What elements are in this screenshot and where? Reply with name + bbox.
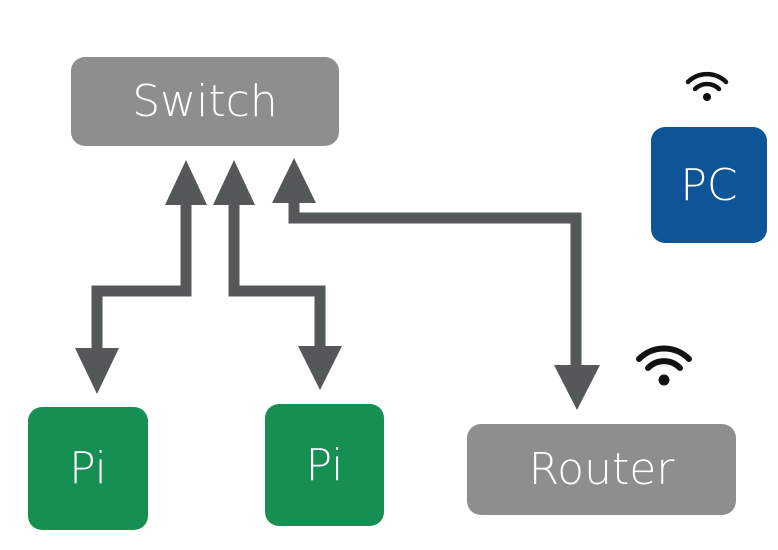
pi-right-label: Pi bbox=[305, 439, 344, 491]
arrowhead-switch-pi-right-top bbox=[213, 160, 255, 205]
arrowhead-switch-pi-left-top bbox=[165, 160, 207, 205]
wifi-icon bbox=[636, 345, 692, 386]
pi-node-right: Pi bbox=[265, 404, 384, 526]
pi-left-label: Pi bbox=[69, 443, 107, 494]
pc-node: PC bbox=[651, 127, 767, 243]
connector-switch-pi-left bbox=[91, 198, 192, 352]
router-node: Router bbox=[467, 424, 736, 515]
switch-node: Switch bbox=[71, 57, 339, 146]
pi-node-left: Pi bbox=[28, 407, 148, 530]
arrowhead-switch-pi-left-bottom bbox=[75, 348, 119, 394]
connector-switch-pi-right bbox=[228, 198, 326, 350]
connector-switch-router bbox=[288, 198, 582, 368]
switch-label: Switch bbox=[132, 76, 278, 127]
pc-label: PC bbox=[680, 159, 738, 211]
arrowhead-switch-router-bottom bbox=[554, 365, 600, 410]
arrowhead-switch-pi-right-bottom bbox=[298, 346, 342, 390]
wifi-icon bbox=[685, 71, 729, 101]
arrowhead-switch-router-top bbox=[272, 158, 316, 203]
router-label: Router bbox=[528, 444, 675, 495]
